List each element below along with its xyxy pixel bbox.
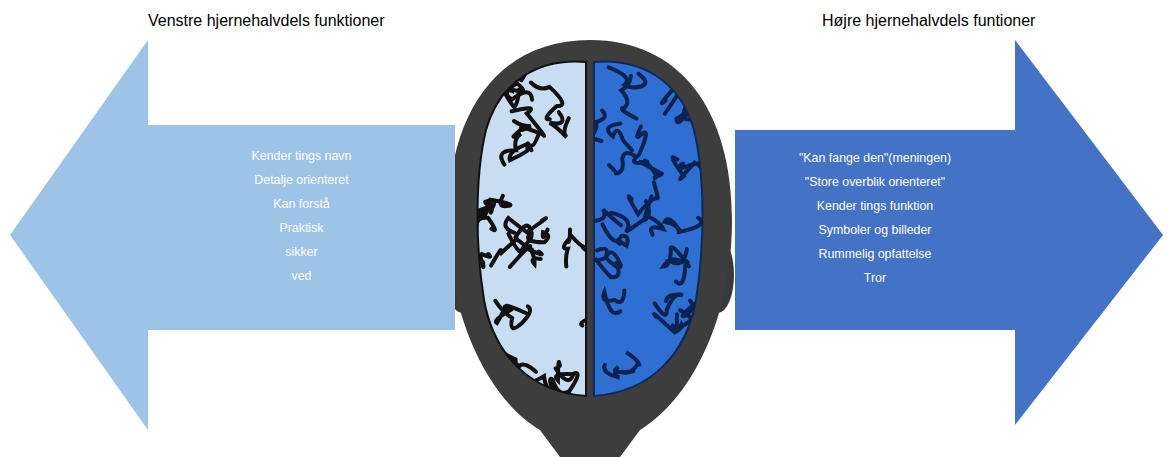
brain-folds bbox=[585, 50, 724, 397]
brain-folds bbox=[453, 46, 616, 406]
function-item: sikker bbox=[148, 240, 455, 264]
heading: Venstre hjernehalvdels funktioner bbox=[148, 12, 385, 30]
function-list: Kender tings navnDetalje orienteretKan f… bbox=[148, 144, 455, 288]
function-item: Kender tings funktion bbox=[735, 194, 1015, 218]
function-item: ved bbox=[148, 264, 455, 288]
function-item: Rummelig opfattelse bbox=[735, 242, 1015, 266]
function-item: Kender tings navn bbox=[148, 144, 455, 168]
function-item: Detalje orienteret bbox=[148, 168, 455, 192]
function-list: "Kan fange den"(meningen)"Store overblik… bbox=[735, 146, 1015, 290]
function-item: "Store overblik orienteret" bbox=[735, 170, 1015, 194]
function-item: Kan forstå bbox=[148, 192, 455, 216]
left-arrow: Venstre hjernehalvdels funktionerKender … bbox=[0, 0, 460, 457]
function-item: Praktisk bbox=[148, 216, 455, 240]
heading: Højre hjernehalvdels funtioner bbox=[822, 12, 1035, 30]
arrow-shape bbox=[730, 0, 1168, 457]
right-arrow: Højre hjernehalvdels funtioner "Kan fange… bbox=[730, 0, 1168, 457]
function-item: Symboler og billeder bbox=[735, 218, 1015, 242]
right-hemisphere bbox=[594, 62, 703, 396]
arrow-shape bbox=[0, 0, 460, 457]
function-item: Tror bbox=[735, 266, 1015, 290]
head bbox=[448, 40, 732, 457]
function-item: "Kan fange den"(meningen) bbox=[735, 146, 1015, 170]
